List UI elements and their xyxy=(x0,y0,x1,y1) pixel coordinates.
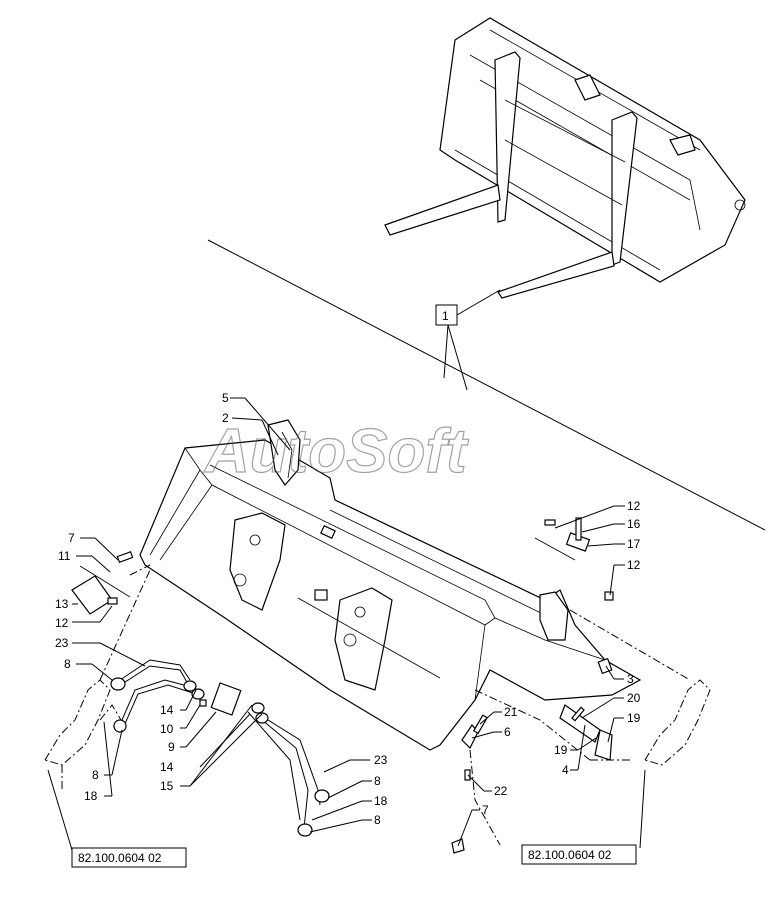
callout-7: 7 xyxy=(68,531,75,545)
callout-22: 22 xyxy=(494,784,508,798)
reference-box-left: 82.100.0604 02 xyxy=(71,847,187,868)
callout-19: 19 xyxy=(627,711,641,725)
callout-8-c: 8 xyxy=(374,774,381,788)
callout-2: 2 xyxy=(222,411,229,425)
left-lift-cylinder xyxy=(44,569,151,851)
callout-6: 6 xyxy=(504,725,511,739)
svg-text:1: 1 xyxy=(442,309,449,323)
callout-12-c: 12 xyxy=(627,558,641,572)
callout-10: 10 xyxy=(160,722,174,736)
callout-21: 21 xyxy=(504,705,518,719)
callout-18-b: 18 xyxy=(374,794,388,808)
callout-17: 17 xyxy=(627,537,641,551)
callout-8: 8 xyxy=(64,657,71,671)
callout-14: 14 xyxy=(160,703,174,717)
leader-lines xyxy=(72,397,625,847)
reference-box-right: 82.100.0604 02 xyxy=(521,844,637,865)
callout-1: 1 xyxy=(435,289,501,391)
callout-15: 15 xyxy=(160,779,174,793)
callout-14-b: 14 xyxy=(160,760,174,774)
callout-23: 23 xyxy=(55,636,69,650)
callout-16: 16 xyxy=(627,517,641,531)
callout-8-b: 8 xyxy=(92,768,99,782)
callout-labels: 5 2 7 11 13 12 23 8 14 10 9 14 15 8 18 2… xyxy=(55,391,641,827)
callout-12-b: 12 xyxy=(627,499,641,513)
left-small-parts xyxy=(71,551,151,615)
callout-5: 5 xyxy=(222,391,229,405)
callout-18: 18 xyxy=(84,789,98,803)
callout-3: 3 xyxy=(627,672,634,686)
callout-12: 12 xyxy=(55,616,69,630)
right-lift-cylinder xyxy=(474,609,711,849)
callout-23-b: 23 xyxy=(374,753,388,767)
callout-11: 11 xyxy=(58,549,71,563)
callout-13: 13 xyxy=(55,597,69,611)
callout-7-b: 7 xyxy=(482,803,489,817)
callout-20: 20 xyxy=(627,691,641,705)
fork-bucket-assembly xyxy=(384,17,746,299)
section-divider-line xyxy=(207,239,766,531)
callout-9: 9 xyxy=(168,740,175,754)
callout-19-b: 19 xyxy=(554,743,568,757)
callout-8-d: 8 xyxy=(374,813,381,827)
svg-text:82.100.0604 02: 82.100.0604 02 xyxy=(78,851,162,865)
callout-4: 4 xyxy=(562,763,569,777)
watermark-text: AutoSoft xyxy=(203,417,469,486)
svg-text:82.100.0604 02: 82.100.0604 02 xyxy=(528,848,612,862)
hydraulic-hoses xyxy=(110,659,330,837)
bucket-body xyxy=(139,419,642,751)
